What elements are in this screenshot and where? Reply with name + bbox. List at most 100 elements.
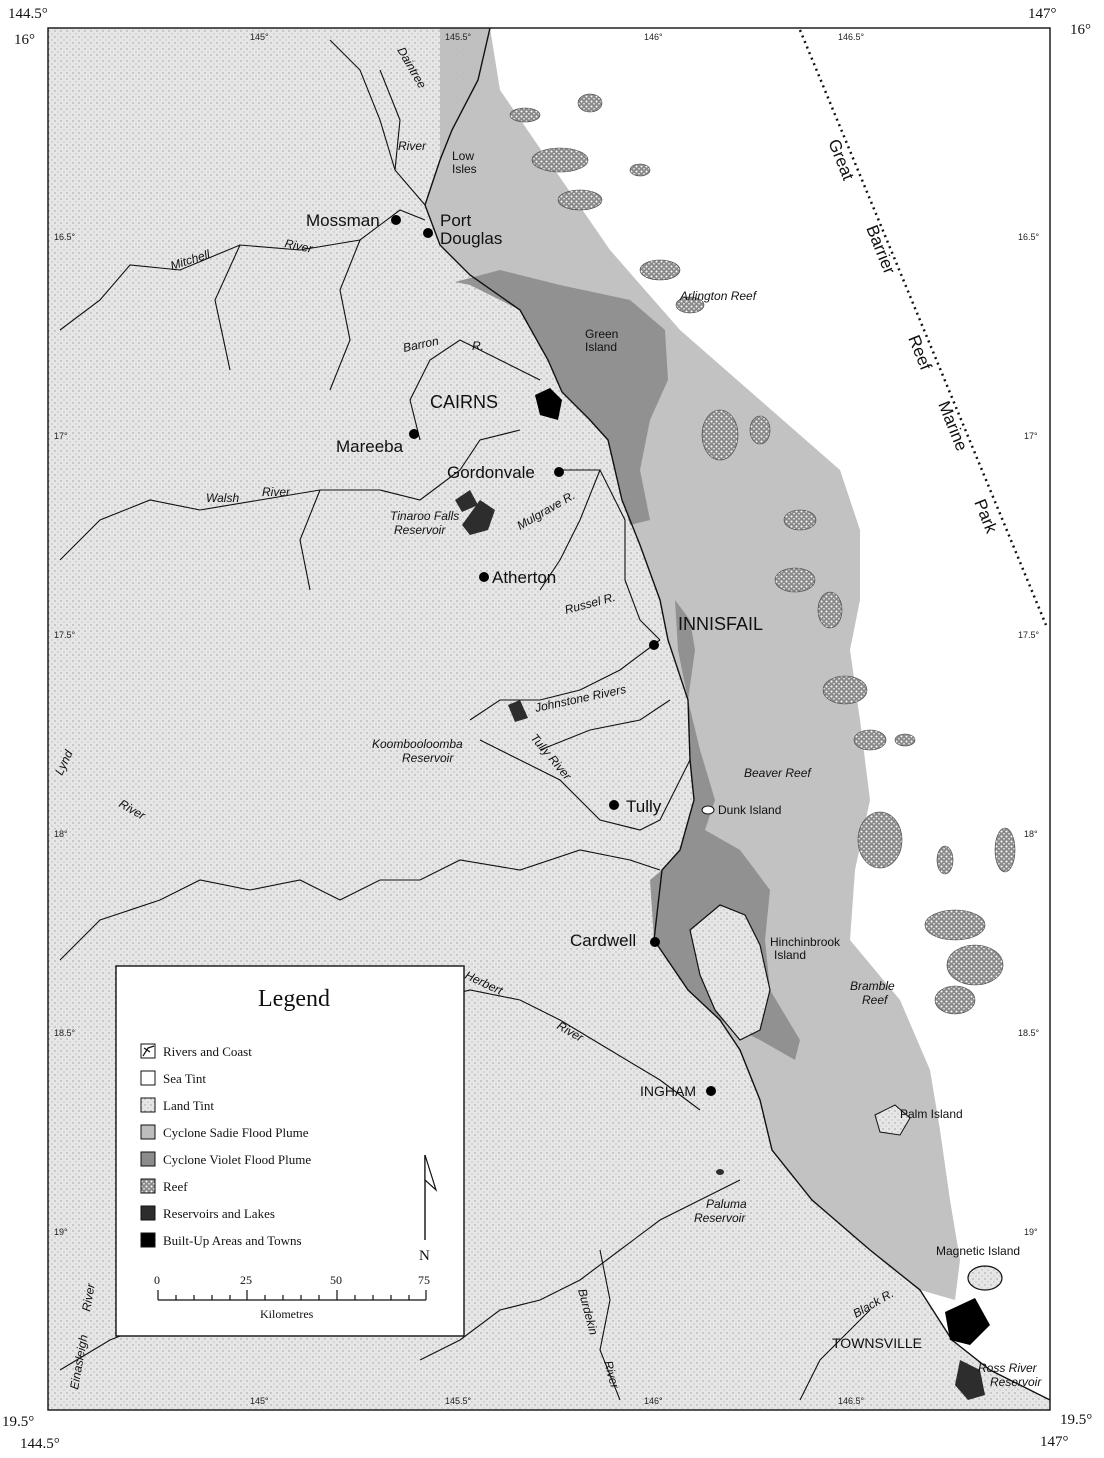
town-cairns: CAIRNS [430, 392, 498, 412]
label-magnetic-island: Magnetic Island [936, 1244, 1020, 1258]
label-arlington-reef: Arlington Reef [679, 289, 758, 303]
label-koombooloomba-2: Reservoir [402, 751, 454, 765]
legend-title: Legend [258, 986, 330, 1012]
tick-lon-bottom-1: 145.5° [445, 1396, 472, 1406]
label-koombooloomba-1: Koombooloomba [372, 737, 463, 751]
label-tinaroo-1: Tinaroo Falls [390, 509, 459, 523]
magnetic-island [967, 1265, 1003, 1291]
map-frame [47, 27, 1051, 1411]
label-ross-1: Ross River [978, 1361, 1038, 1375]
legend-box: Legend Rivers and Coast Sea Tint Land Ti… [115, 965, 465, 1337]
legend-item-sadie: Cyclone Sadie Flood Plume [163, 1125, 309, 1140]
dunk-island [701, 805, 715, 815]
corner-bottom-right-lat: 19.5° [1060, 1412, 1092, 1428]
town-mossman: Mossman [306, 211, 380, 230]
legend-item-built-up: Built-Up Areas and Towns [163, 1233, 302, 1248]
corner-top-left-lon: 144.5° [8, 6, 48, 22]
river-network [59, 39, 871, 1401]
town-douglas: Douglas [440, 229, 502, 248]
tick-lon-top-3: 146.5° [838, 32, 865, 42]
label-low-isles-1: Low [452, 149, 474, 163]
scale-tick-50: 50 [330, 1273, 342, 1287]
scale-tick-75: 75 [418, 1273, 430, 1287]
legend-swatch-built-up [140, 1232, 156, 1248]
tick-lat-left-1: 17° [54, 431, 68, 441]
town-atherton: Atherton [492, 568, 556, 587]
legend-swatch-violet [140, 1151, 156, 1167]
label-walsh-river: River [262, 485, 291, 499]
town-port: Port [440, 211, 471, 230]
tick-lon-bottom-2: 146° [644, 1396, 663, 1406]
town-tully: Tully [626, 797, 662, 816]
north-label: N [419, 1248, 430, 1264]
label-paluma-1: Paluma [706, 1197, 747, 1211]
legend-item-rivers: Rivers and Coast [163, 1044, 252, 1059]
label-hinchinbrook-1: Hinchinbrook [770, 935, 841, 949]
corner-bottom-right-lon: 147° [1040, 1434, 1069, 1450]
tick-lat-right-5: 19° [1024, 1227, 1038, 1237]
label-mitchell-river: River [283, 236, 314, 256]
legend-item-reservoirs: Reservoirs and Lakes [163, 1206, 275, 1221]
town-townsville: TOWNSVILLE [832, 1335, 922, 1351]
legend-item-reef: Reef [163, 1179, 188, 1194]
tick-lat-left-2: 17.5° [54, 630, 76, 640]
label-bramble-reef-1: Bramble [850, 979, 895, 993]
label-barron-r: R. [472, 339, 484, 353]
reservoir-group [455, 490, 985, 1400]
label-paluma-2: Reservoir [694, 1211, 746, 1225]
scale-tick-25: 25 [240, 1273, 252, 1287]
scale-bar [157, 1290, 427, 1301]
label-green-island-1: Green [585, 327, 618, 341]
label-dunk-island: Dunk Island [718, 803, 781, 817]
tick-lon-top-1: 145.5° [445, 32, 472, 42]
tick-lat-left-0: 16.5° [54, 232, 76, 242]
label-hinchinbrook-2: Island [774, 948, 806, 962]
tick-lon-top-0: 145° [250, 32, 269, 42]
tick-lat-right-0: 16.5° [1018, 232, 1040, 242]
tick-lat-left-4: 18.5° [54, 1028, 76, 1038]
tick-lat-left-5: 19° [54, 1227, 68, 1237]
built-up-areas [535, 388, 990, 1345]
town-innisfail: INNISFAIL [678, 614, 763, 634]
tick-lat-right-1: 17° [1024, 431, 1038, 441]
corner-top-right-lat: 16° [1070, 22, 1091, 38]
tick-lat-left-3: 18° [54, 829, 68, 839]
legend-item-sea: Sea Tint [163, 1071, 206, 1086]
label-bramble-reef-2: Reef [862, 993, 889, 1007]
legend-swatch-sea [140, 1070, 156, 1086]
scale-unit: Kilometres [260, 1307, 314, 1321]
legend-item-violet: Cyclone Violet Flood Plume [163, 1152, 311, 1167]
tick-lat-right-3: 18° [1024, 829, 1038, 839]
legend-swatch-land [140, 1097, 156, 1113]
corner-bottom-left-lon: 144.5° [20, 1436, 60, 1452]
legend-swatch-reef [140, 1178, 156, 1194]
town-markers [391, 215, 716, 1096]
label-green-island-2: Island [585, 340, 617, 354]
town-cardwell: Cardwell [570, 931, 636, 950]
coastline [424, 27, 1051, 1401]
north-arrow-icon [424, 1154, 438, 1240]
label-walsh: Walsh [206, 491, 239, 505]
cyclone-violet-flood-plume-north [455, 270, 668, 525]
label-ross-2: Reservoir [990, 1375, 1042, 1389]
tick-lat-right-4: 18.5° [1018, 1028, 1040, 1038]
legend-item-land: Land Tint [163, 1098, 214, 1113]
cyclone-violet-flood-plume-south [650, 600, 800, 1060]
label-tinaroo-2: Reservoir [394, 523, 446, 537]
label-palm-island: Palm Island [900, 1107, 963, 1121]
palm-island [874, 1104, 911, 1136]
town-ingham: INGHAM [640, 1083, 696, 1099]
tick-lon-bottom-0: 145° [250, 1396, 269, 1406]
hinchinbrook-island [689, 904, 771, 1041]
corner-top-right-lon: 147° [1028, 6, 1057, 22]
tick-lon-bottom-3: 146.5° [838, 1396, 865, 1406]
scale-tick-0: 0 [154, 1273, 160, 1287]
tick-lat-right-2: 17.5° [1018, 630, 1040, 640]
label-low-isles-2: Isles [452, 162, 477, 176]
label-einasleigh-river: River [79, 1282, 98, 1313]
label-daintree-river: River [398, 139, 427, 153]
legend-swatch-sadie [140, 1124, 156, 1140]
legend-swatch-reservoirs [140, 1205, 156, 1221]
town-gordonvale: Gordonvale [447, 463, 535, 482]
